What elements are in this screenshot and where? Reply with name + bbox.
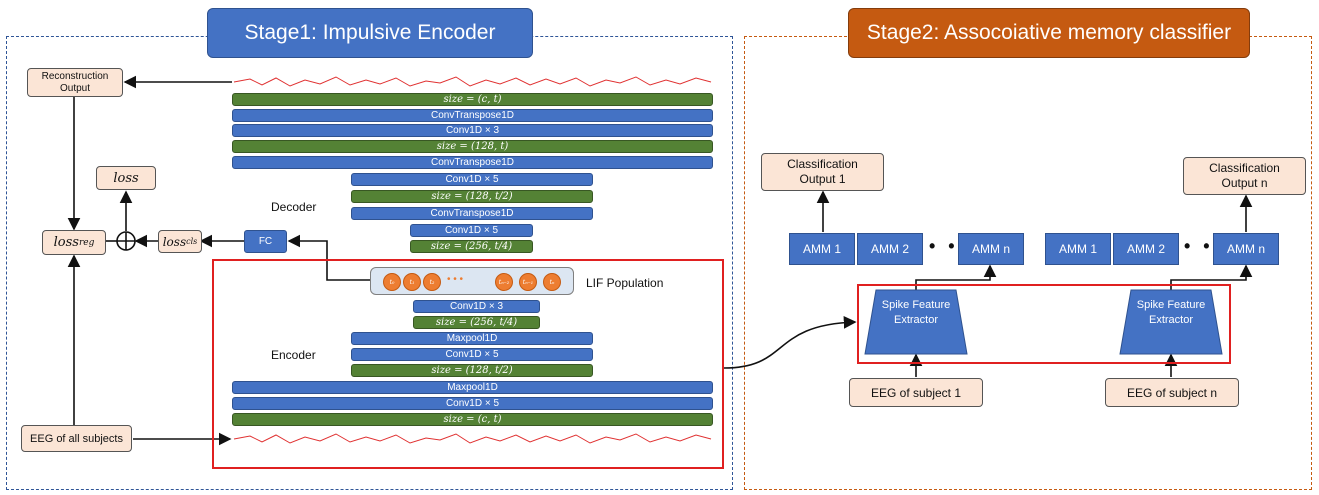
decoder-convtranspose-1: ConvTranspose1D [232, 109, 713, 122]
encoder-conv1d-x5-a: Conv1D × 5 [351, 348, 593, 361]
spike-extractor-n-label: Spike Feature Extractor [1136, 299, 1206, 326]
decoder-convtranspose-2: ConvTranspose1D [232, 156, 713, 169]
amm-dots-right: • • [1184, 236, 1214, 256]
loss-cls-sub: cls [186, 237, 198, 246]
encoder-maxpool-1: Maxpool1D [351, 332, 593, 345]
neuron-icon: tₙ₋₁ [519, 273, 537, 291]
neuron-dots: • • • [447, 274, 464, 285]
lif-population: t₀ t₁ t₂ • • • tₙ₋₂ tₙ₋₁ tₙ [370, 267, 574, 295]
reconstruction-output-box: Reconstruction Output [27, 68, 123, 97]
stage1-title: Stage1: Impulsive Encoder [207, 8, 533, 58]
eeg-trace-top [233, 76, 712, 87]
neuron-icon: tₙ₋₂ [495, 273, 513, 291]
eeg-subject-1-box: EEG of subject 1 [849, 378, 983, 407]
encoder-size-256-t4: size = (256, t/4) [413, 316, 540, 329]
decoder-label: Decoder [271, 200, 317, 214]
spike-extractor-1-shape [864, 289, 968, 355]
lif-label: LIF Population [586, 276, 664, 290]
fc-box: FC [244, 230, 287, 253]
loss-reg-sub: reg [78, 237, 95, 248]
neuron-icon: t₁ [403, 273, 421, 291]
amm-1-right: AMM 1 [1045, 233, 1111, 265]
neuron-icon: tₙ [543, 273, 561, 291]
loss-cls-text: loss [162, 234, 187, 249]
eeg-trace-bottom [233, 433, 712, 444]
amm-n-right: AMM n [1213, 233, 1279, 265]
amm-1-left: AMM 1 [789, 233, 855, 265]
decoder-size-c-t: size = (c, t) [232, 93, 713, 106]
classification-output-1: Classification Output 1 [761, 153, 884, 191]
decoder-size-128-t: size = (128, t) [232, 140, 713, 153]
decoder-conv1d-x5-a: Conv1D × 5 [351, 173, 593, 186]
amm-2-left: AMM 2 [857, 233, 923, 265]
decoder-conv1d-x3: Conv1D × 3 [232, 124, 713, 137]
eeg-subject-n-box: EEG of subject n [1105, 378, 1239, 407]
encoder-conv1d-x5-b: Conv1D × 5 [232, 397, 713, 410]
encoder-highlight-box [212, 259, 724, 469]
extractor-highlight-box [857, 284, 1231, 364]
amm-2-right: AMM 2 [1113, 233, 1179, 265]
encoder-conv1d-x3: Conv1D × 3 [413, 300, 540, 313]
decoder-size-256-t4: size = (256, t/4) [410, 240, 533, 253]
classification-output-n: Classification Output n [1183, 157, 1306, 195]
decoder-conv1d-x5-b: Conv1D × 5 [410, 224, 533, 237]
loss-reg-text: loss [53, 235, 79, 250]
neuron-icon: t₂ [423, 273, 441, 291]
loss-text: loss [113, 170, 139, 186]
spike-extractor-1-label: Spike Feature Extractor [881, 299, 951, 326]
decoder-convtranspose-3: ConvTranspose1D [351, 207, 593, 220]
neuron-icon: t₀ [383, 273, 401, 291]
amm-dots-left: • • [929, 236, 959, 256]
stage2-title: Stage2: Assocoiative memory classifier [848, 8, 1250, 58]
encoder-size-c-t: size = (c, t) [232, 413, 713, 426]
eeg-all-subjects-box: EEG of all subjects [21, 425, 132, 452]
amm-n-left: AMM n [958, 233, 1024, 265]
encoder-label: Encoder [271, 348, 316, 362]
encoder-maxpool-2: Maxpool1D [232, 381, 713, 394]
loss-box: loss [96, 166, 156, 190]
spike-extractor-n-shape [1119, 289, 1223, 355]
decoder-size-128-t2: size = (128, t/2) [351, 190, 593, 203]
encoder-size-128-t2: size = (128, t/2) [351, 364, 593, 377]
